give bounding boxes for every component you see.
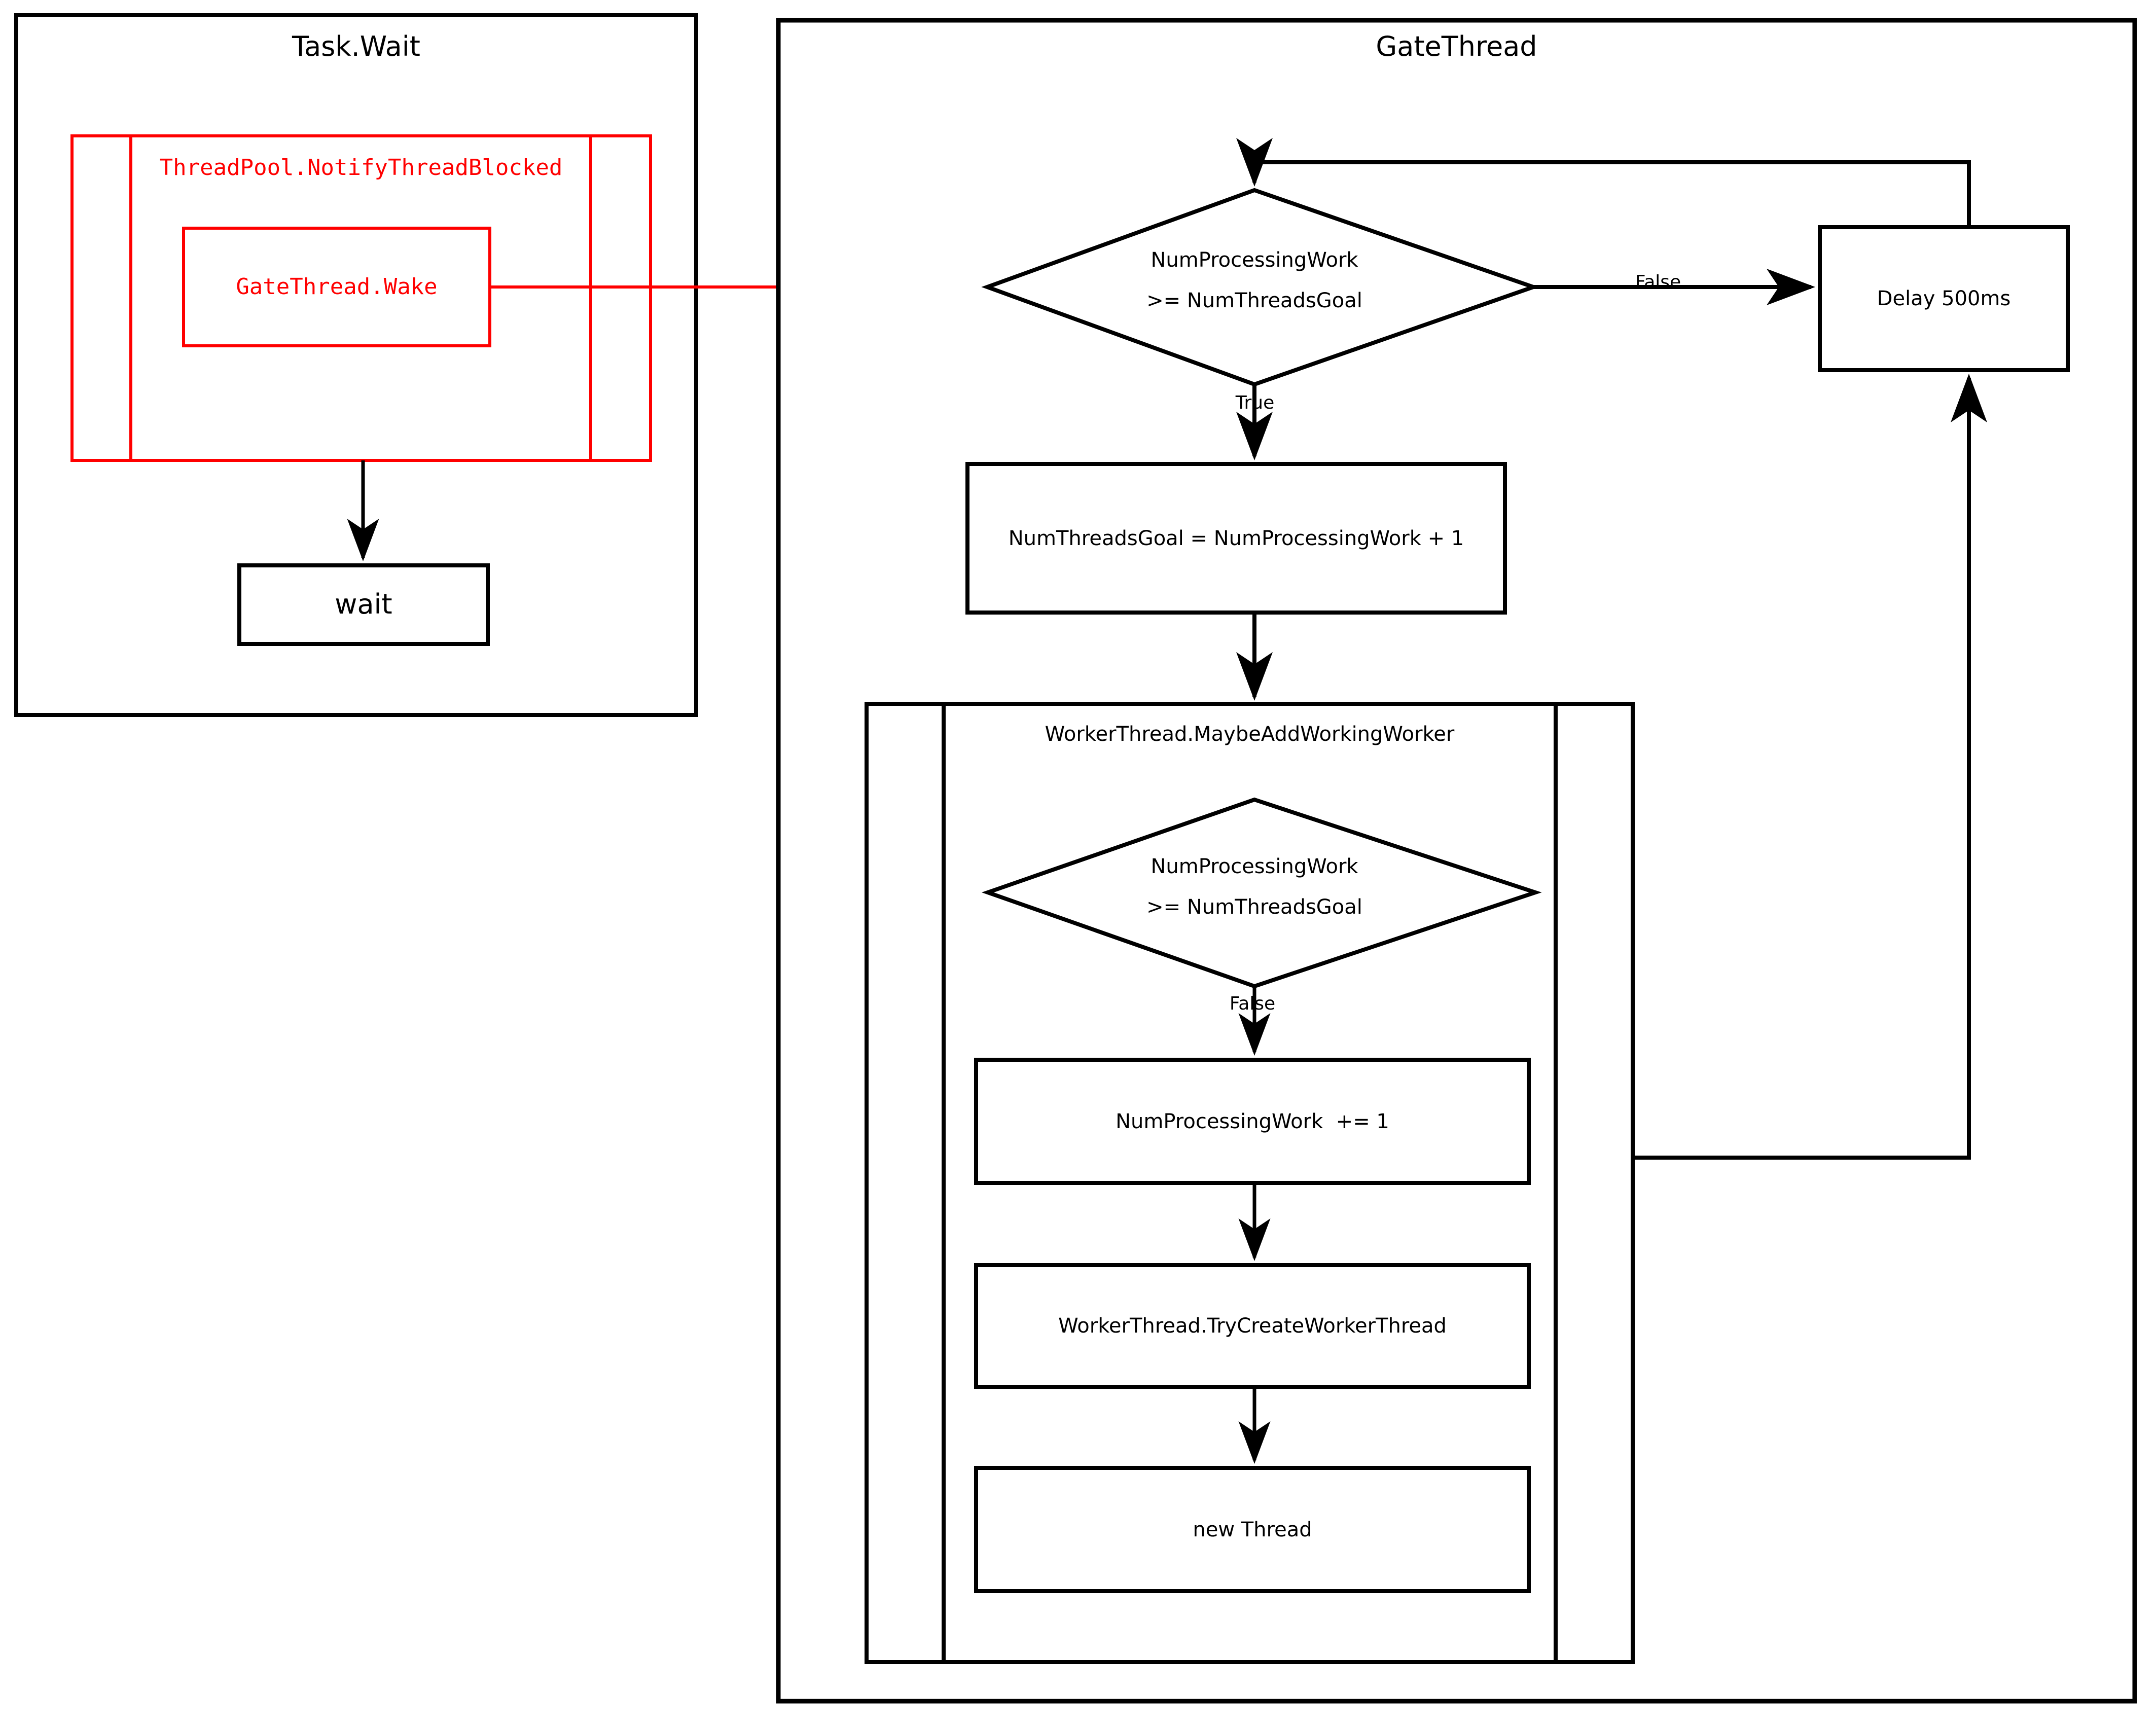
wait-box	[237, 563, 490, 646]
edge-delay-to-decision-top	[1236, 138, 1971, 227]
delay-box	[1818, 225, 2070, 372]
new-thread-box	[974, 1466, 1531, 1593]
gate-thread-wake-box	[182, 227, 491, 347]
try-create-worker-thread-box	[974, 1263, 1531, 1389]
num-threads-goal-box	[965, 462, 1507, 615]
num-processing-work-inc-box	[974, 1058, 1531, 1185]
edge-maybe-add-to-delay	[1633, 374, 1987, 1160]
